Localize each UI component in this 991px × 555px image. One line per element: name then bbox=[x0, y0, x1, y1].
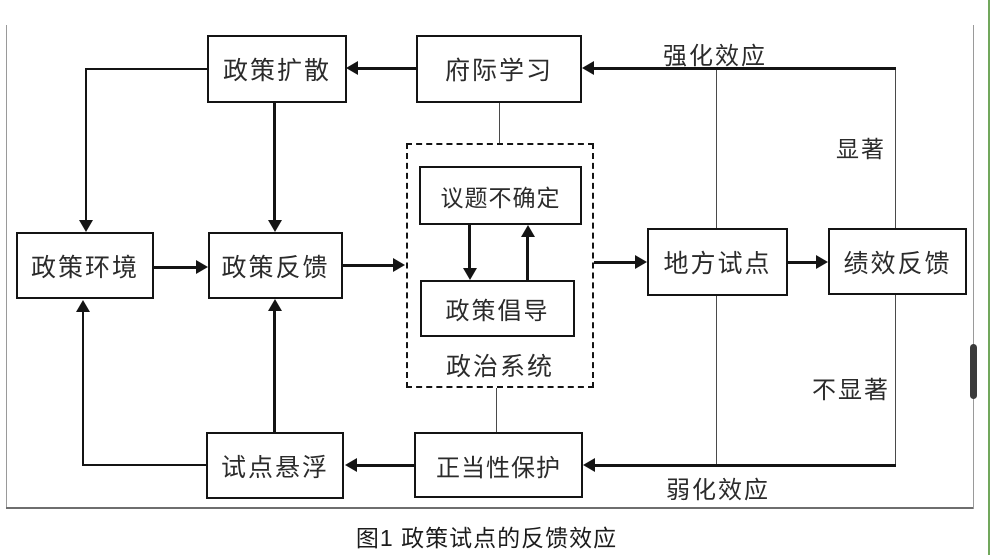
label-political-system: 政治系统 bbox=[445, 353, 554, 381]
label-reinforce-effect: 强化效应 bbox=[663, 43, 767, 70]
line-reinforce-effect bbox=[593, 67, 896, 70]
line-feedback-to-system bbox=[343, 264, 395, 267]
arrowhead-into-issue-bottom bbox=[521, 225, 535, 237]
scrollbar-thumb[interactable] bbox=[970, 344, 977, 399]
arrowhead-into-pilot-left bbox=[635, 255, 647, 269]
node-issue-uncertainty: 议题不确定 bbox=[419, 166, 582, 225]
line-advocacy-to-issue bbox=[526, 236, 529, 280]
line-reinforce-drop-pilot bbox=[716, 68, 717, 228]
arrowhead-into-policy-diffusion bbox=[346, 61, 358, 75]
node-intergov-learning: 府际学习 bbox=[416, 35, 582, 103]
arrowhead-into-environment-top bbox=[79, 220, 93, 232]
line-reinforce-drop-performance bbox=[895, 68, 896, 228]
frame-left-border bbox=[6, 25, 7, 508]
arrowhead-into-feedback-left bbox=[196, 260, 208, 274]
line-weaken-rise-performance bbox=[895, 295, 896, 465]
node-policy-diffusion: 政策扩散 bbox=[207, 35, 347, 103]
node-policy-advocacy: 政策倡导 bbox=[420, 280, 575, 337]
line-issue-to-advocacy bbox=[468, 225, 471, 270]
line-system-to-pilot bbox=[594, 261, 637, 264]
arrowhead-into-feedback-bottom bbox=[268, 299, 282, 311]
line-system-to-legitimacy-connector bbox=[496, 388, 497, 432]
line-legitimacy-to-suspension bbox=[356, 464, 414, 467]
line-suspension-to-feedback bbox=[273, 309, 276, 432]
line-diffusion-left bbox=[86, 68, 207, 70]
node-performance-feedback: 绩效反馈 bbox=[828, 228, 967, 295]
line-weaken-effect bbox=[594, 464, 896, 467]
line-diffusion-to-feedback bbox=[273, 103, 276, 222]
line-pilot-to-performance bbox=[788, 261, 818, 264]
political-system-container bbox=[406, 143, 594, 388]
node-legitimacy-protection: 正当性保护 bbox=[414, 432, 583, 498]
arrowhead-into-advocacy-top bbox=[463, 268, 477, 280]
arrowhead-into-suspension-right bbox=[345, 458, 357, 472]
arrowhead-into-system-left bbox=[393, 258, 405, 272]
line-suspension-up-to-environment bbox=[82, 311, 84, 466]
line-diffusion-down-to-environment bbox=[85, 68, 87, 223]
window-edge-green bbox=[988, 0, 990, 555]
arrowhead-into-intergov-learning bbox=[582, 61, 594, 75]
figure-caption: 图1 政策试点的反馈效应 bbox=[355, 525, 618, 551]
node-policy-feedback: 政策反馈 bbox=[208, 232, 343, 299]
frame-right-border bbox=[973, 25, 974, 509]
label-significant: 显著 bbox=[836, 136, 886, 162]
line-environment-to-feedback bbox=[154, 266, 198, 269]
node-policy-environment: 政策环境 bbox=[16, 232, 154, 299]
arrowhead-into-performance-left bbox=[816, 255, 828, 269]
label-weaken-effect: 弱化效应 bbox=[666, 477, 770, 504]
arrowhead-into-legitimacy-right bbox=[583, 458, 595, 472]
node-local-pilot: 地方试点 bbox=[647, 228, 788, 296]
line-weaken-rise-pilot bbox=[716, 296, 717, 465]
line-suspension-left bbox=[82, 464, 206, 466]
arrowhead-into-feedback-top bbox=[268, 220, 282, 232]
label-not-significant: 不显著 bbox=[812, 377, 890, 404]
node-pilot-suspension: 试点悬浮 bbox=[206, 432, 344, 499]
line-learning-to-system-connector bbox=[499, 103, 500, 143]
arrowhead-into-environment-bottom bbox=[76, 300, 90, 312]
line-learning-to-diffusion bbox=[357, 67, 416, 70]
frame-bottom-border bbox=[6, 507, 973, 509]
